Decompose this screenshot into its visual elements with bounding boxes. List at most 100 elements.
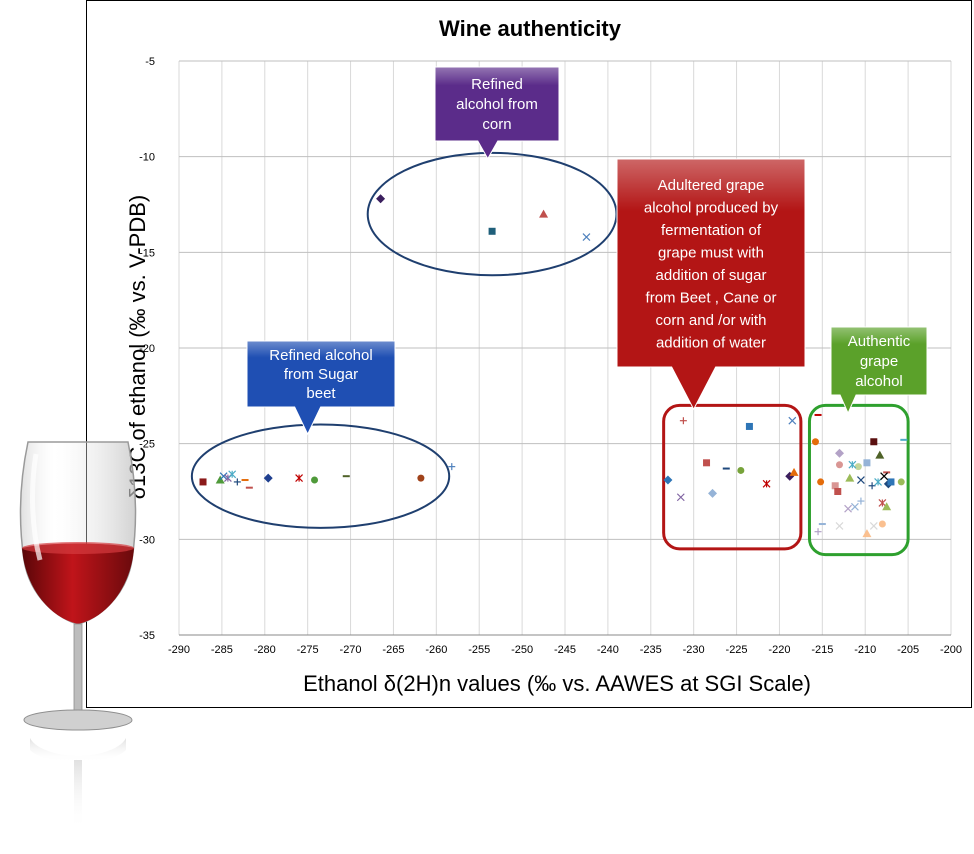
callout-text-line: alcohol from xyxy=(456,96,538,113)
x-tick-label: -250 xyxy=(511,644,533,656)
callout-shine xyxy=(435,67,559,104)
callout-text-line: Adultered grape xyxy=(658,177,765,194)
data-point-x xyxy=(219,472,228,481)
scatter-chart: Wine authenticity -5-10-15-20-25-30-35 -… xyxy=(125,16,962,696)
data-point-star xyxy=(295,474,304,483)
callout-text-line: addition of water xyxy=(656,334,766,351)
data-point-circle xyxy=(835,461,843,469)
data-point-triangle xyxy=(539,209,549,218)
wine-glass-icon xyxy=(19,441,137,830)
x-tick-label: -210 xyxy=(854,644,876,656)
callout-shine xyxy=(617,159,805,263)
y-axis-ticks: -5-10-15-20-25-30-35 xyxy=(139,56,155,642)
cluster-outlines xyxy=(190,151,910,557)
x-axis-ticks: -290-285-280-275-270-265-260-255-250-245… xyxy=(168,644,962,656)
y-tick-label: -30 xyxy=(139,534,155,546)
x-tick-label: -220 xyxy=(768,644,790,656)
data-point-x xyxy=(582,233,591,241)
data-point-triangle xyxy=(789,467,799,476)
data-point-x xyxy=(851,502,859,511)
callout-text-line: fermentation of xyxy=(661,222,762,239)
data-point-star xyxy=(228,470,237,479)
y-tick-label: -15 xyxy=(139,247,155,259)
data-point-square xyxy=(863,459,871,467)
callout-text-line: grape xyxy=(860,353,898,370)
x-tick-label: -290 xyxy=(168,644,190,656)
x-tick-label: -230 xyxy=(683,644,705,656)
data-point-plus xyxy=(679,417,687,425)
x-tick-label: -200 xyxy=(940,644,962,656)
callout-shine xyxy=(247,341,395,374)
data-point-diamond xyxy=(708,488,718,498)
data-point-square xyxy=(831,482,839,490)
y-tick-label: -20 xyxy=(139,343,155,355)
data-point-square xyxy=(488,227,496,235)
x-tick-label: -270 xyxy=(340,644,362,656)
data-point-circle xyxy=(737,466,745,474)
data-point-x xyxy=(676,493,685,502)
chart-frame: Wine authenticity -5-10-15-20-25-30-35 -… xyxy=(86,0,972,708)
callout-authentic: Authentic grape alcohol xyxy=(830,326,928,415)
callout-text-line: Refined alcohol xyxy=(269,347,372,364)
data-point-circle xyxy=(311,476,319,484)
data-point-x xyxy=(857,476,865,484)
y-tick-label: -5 xyxy=(145,56,155,68)
data-point-star xyxy=(878,499,887,507)
data-point-plus xyxy=(857,497,865,505)
callout-text-line: Authentic xyxy=(848,333,911,350)
x-tick-label: -240 xyxy=(597,644,619,656)
data-point-star xyxy=(874,478,883,486)
data-point-star xyxy=(848,460,857,469)
data-point-circle xyxy=(811,438,819,446)
x-tick-label: -235 xyxy=(640,644,662,656)
data-point-x xyxy=(835,522,844,530)
data-point-diamond xyxy=(834,448,844,458)
corn-group-outline xyxy=(366,151,618,277)
x-tick-label: -215 xyxy=(811,644,833,656)
data-point-plus xyxy=(233,478,241,486)
callout-text-line: alcohol xyxy=(855,373,903,390)
callout-text-line: alcohol produced by xyxy=(644,199,779,216)
data-point-circle xyxy=(417,474,425,482)
callout-text-line: addition of sugar xyxy=(656,267,767,284)
data-point-circle xyxy=(854,463,862,471)
data-point-square xyxy=(199,478,207,486)
data-point-diamond xyxy=(263,473,273,483)
callout-corn: Refined alcohol from corn xyxy=(434,66,560,160)
x-tick-label: -285 xyxy=(211,644,233,656)
data-point-diamond xyxy=(376,194,386,204)
data-point-triangle xyxy=(845,473,855,482)
data-point-square xyxy=(870,438,878,446)
data-point-circle xyxy=(897,478,905,486)
data-point-diamond xyxy=(663,475,673,485)
x-tick-label: -265 xyxy=(382,644,404,656)
data-point-circle xyxy=(817,478,825,486)
callout-text-line: corn xyxy=(482,116,511,133)
data-point-plus xyxy=(448,463,456,471)
callout-text-line: from Sugar xyxy=(284,366,358,383)
data-point-x xyxy=(788,416,797,425)
data-point-circle xyxy=(878,520,886,528)
x-axis-label: Ethanol δ(2H)n values (‰ vs. AAWES at SG… xyxy=(303,671,811,696)
data-point-square xyxy=(745,422,753,430)
y-tick-label: -35 xyxy=(139,630,155,642)
callout-text-line: Refined xyxy=(471,76,523,93)
data-points xyxy=(199,194,908,538)
callout-text-line: corn and /or with xyxy=(656,312,767,329)
x-tick-label: -280 xyxy=(254,644,276,656)
chart-title: Wine authenticity xyxy=(439,16,622,41)
authentic-group-outline xyxy=(807,403,910,557)
callout-text-line: beet xyxy=(306,385,336,402)
data-point-plus xyxy=(814,528,822,536)
data-point-triangle xyxy=(875,450,885,459)
beet-group-outline xyxy=(190,423,451,529)
data-point-square xyxy=(887,478,895,486)
callout-shine xyxy=(831,327,927,361)
x-tick-label: -260 xyxy=(425,644,447,656)
adulterated-group-outline xyxy=(662,403,803,551)
data-point-square xyxy=(834,488,842,495)
x-tick-label: -205 xyxy=(897,644,919,656)
x-tick-label: -255 xyxy=(468,644,490,656)
data-point-triangle xyxy=(862,529,872,538)
